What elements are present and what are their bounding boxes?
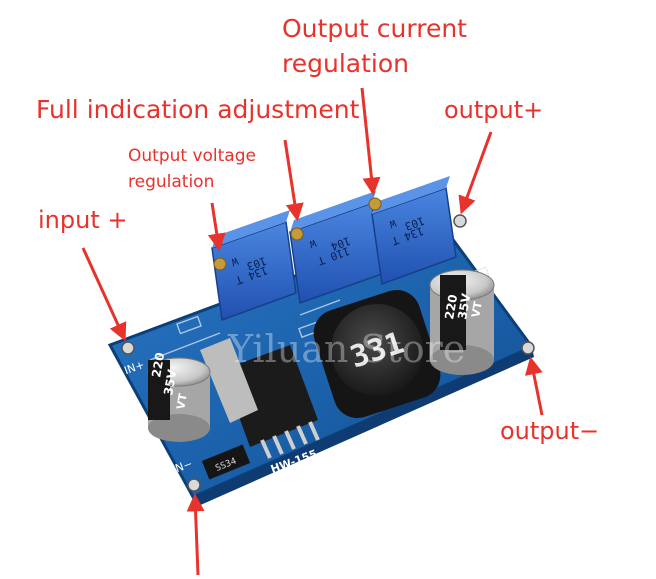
capacitor-right-value: 220 (442, 293, 460, 320)
capacitor-left: 220 35V VT (147, 351, 211, 442)
input-plus-hole (121, 341, 135, 355)
arrow-output-current (360, 87, 381, 196)
output-minus-hole (521, 341, 535, 355)
watermark: Yiluan Store (227, 327, 465, 371)
capacitor-right-series: VT (469, 300, 485, 319)
label-output-plus: output+ (444, 96, 544, 124)
out-cv-label: CV (463, 235, 478, 252)
arrow-full-indication (283, 139, 304, 222)
label-output-voltage-line1: Output voltage (128, 146, 256, 166)
label-full-indication: Full indication adjustment (36, 95, 360, 124)
capacitor-left-value: 220 (149, 351, 167, 378)
inductor: 331 (313, 289, 441, 419)
pot-middle-w: W (307, 237, 317, 250)
arrow-output-voltage (207, 202, 226, 252)
capacitor-left-series: VT (174, 392, 190, 411)
label-output-voltage-line2: regulation (128, 172, 215, 193)
pot-left-w: W (229, 255, 239, 268)
potentiometer-right: 103 134 T W (368, 176, 457, 286)
label-output-minus: output− (500, 417, 600, 445)
potentiometer-left: 103 134 T W (211, 210, 297, 322)
label-output-current: Output current regulation (282, 14, 467, 79)
input-minus-hole (187, 478, 201, 492)
arrow-input-minus (186, 493, 205, 576)
label-output-voltage: Output voltage regulation (128, 143, 256, 196)
pot-right-w: W (387, 217, 397, 230)
potentiometer-middle: 104 110 T W (289, 191, 383, 305)
label-input-plus: input + (38, 206, 128, 234)
pot-left-value: 103 (245, 254, 268, 273)
arrow-output-minus (524, 356, 544, 416)
output-plus-hole (453, 214, 467, 228)
label-output-current-line2: regulation (282, 48, 409, 78)
pcb-edge (193, 347, 534, 507)
arrow-input-plus (81, 247, 127, 342)
arrow-output-plus (458, 131, 493, 215)
capacitor-left-voltage: 35V (161, 368, 179, 397)
capacitor-right: 220 35V VT (429, 269, 495, 375)
pot-right-value: 103 (403, 214, 426, 233)
schottky-diode: SS34 (201, 444, 251, 480)
capacitor-right-voltage: 35V (455, 292, 473, 321)
annotation-arrows (81, 87, 544, 576)
out-cc-label: CC (477, 239, 492, 256)
pcb-silkscreen (149, 266, 490, 361)
label-output-current-line1: Output current (282, 14, 467, 43)
regulator-ic (200, 338, 320, 459)
